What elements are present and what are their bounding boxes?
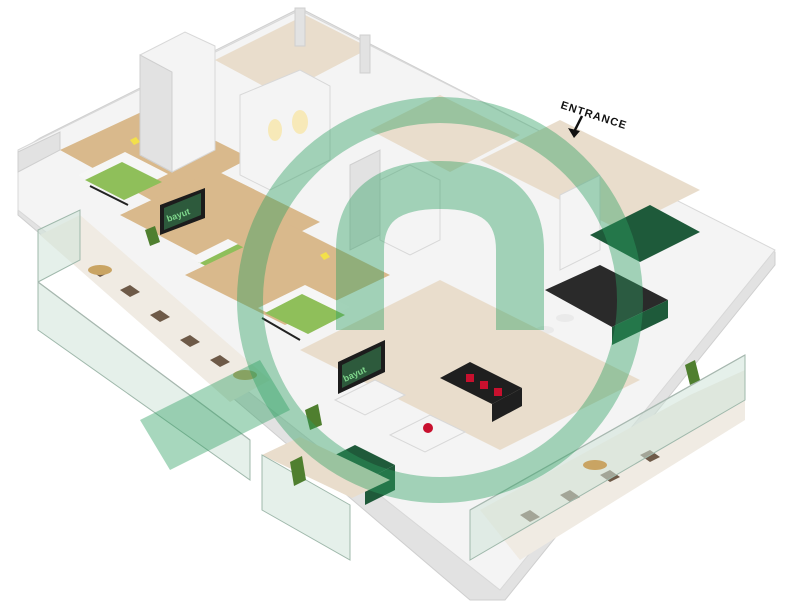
plant-3 xyxy=(685,360,700,385)
shower-panel-2 xyxy=(359,34,371,74)
right-balcony xyxy=(469,354,746,561)
tv-stand xyxy=(333,379,407,416)
bathroom-1 xyxy=(139,7,371,173)
lamp-3 xyxy=(320,252,330,260)
coffee-table xyxy=(388,414,467,453)
left-balcony xyxy=(37,209,270,481)
lamp-1 xyxy=(130,137,140,145)
living-room: bayut xyxy=(300,280,640,505)
tv-living-room: bayut xyxy=(338,340,385,394)
balcony-checker-pattern xyxy=(90,265,230,367)
balcony-table-1 xyxy=(88,265,112,275)
plant-2 xyxy=(305,404,322,430)
plant-4 xyxy=(290,456,306,486)
living-balcony xyxy=(261,437,390,561)
bar-stool-2 xyxy=(556,314,574,322)
shower-panel-1 xyxy=(294,7,306,47)
plant-1 xyxy=(145,226,160,246)
sofa-green xyxy=(325,445,395,505)
flower-vase xyxy=(423,423,433,433)
kitchen-counter xyxy=(590,205,700,262)
walk-in-closet xyxy=(239,69,331,191)
bayut-logo-watermark-icon xyxy=(140,97,643,503)
tv-bedroom-2: bayut xyxy=(160,188,205,235)
kitchen-island xyxy=(545,265,668,327)
balcony-table-2 xyxy=(233,370,257,380)
fridge xyxy=(559,174,601,271)
balcony-table-3 xyxy=(583,460,607,470)
kitchen xyxy=(480,120,700,345)
arrow-down-icon xyxy=(568,115,584,138)
bedroom-3 xyxy=(185,225,390,341)
bathroom-2 xyxy=(349,95,520,256)
sofa-dark xyxy=(440,362,522,422)
